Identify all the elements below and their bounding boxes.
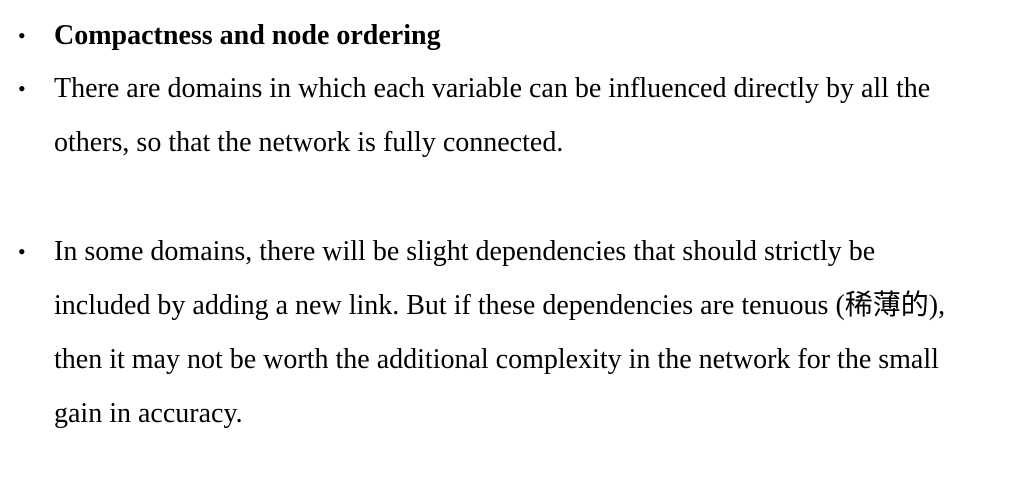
bullet-marker: • bbox=[18, 76, 26, 101]
bullet-text: There are domains in which each variable… bbox=[54, 62, 1014, 170]
bullet-line: Compactness and node ordering bbox=[54, 20, 441, 51]
bullet-text: In some domains, there will be slight de… bbox=[54, 225, 1014, 441]
bullet-line: In some domains, there will be slight de… bbox=[54, 236, 876, 267]
bullet-line: gain in accuracy. bbox=[54, 398, 243, 429]
bullet-line: others, so that the network is fully con… bbox=[54, 127, 564, 158]
bullet-line: included by adding a new link. But if th… bbox=[54, 290, 946, 321]
bullet-heading: Compactness and node ordering bbox=[54, 9, 1014, 63]
bullet-marker: • bbox=[18, 239, 26, 264]
bullet-line: There are domains in which each variable… bbox=[54, 73, 931, 104]
bullet-line: then it may not be worth the additional … bbox=[54, 344, 939, 375]
bullet-marker: • bbox=[18, 23, 26, 48]
